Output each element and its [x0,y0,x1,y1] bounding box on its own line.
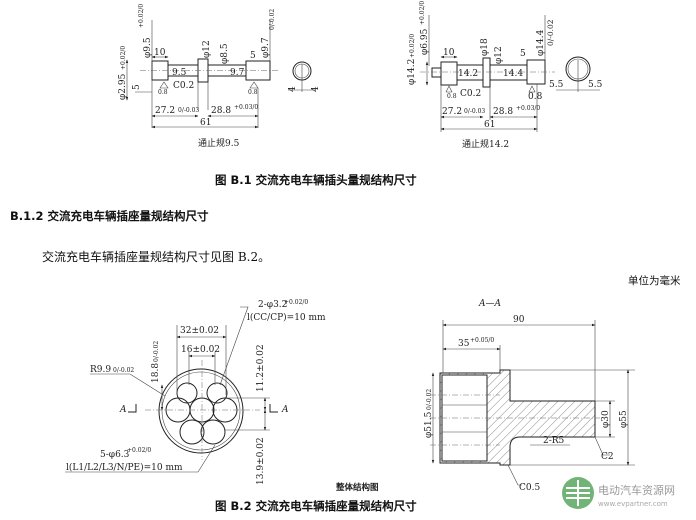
dim-holes-large: 5-φ6.3 [100,450,130,460]
dim-d30: φ30 [601,410,611,428]
dim-end4-left: 4 [288,86,298,92]
dim-len27-2-tol: 0/-0.03 [464,108,485,115]
section-mark-left: A [119,405,127,415]
dim-18-8-tol: 0/-0.02 [153,341,160,362]
figure-b2-caption: 图 B.2 交流充电车辆插座量规结构尺寸 [215,499,417,513]
dim-d-left-tol: +0.02/0 [120,46,127,70]
gauge-label-9-5: 通止规9.5 [198,137,240,149]
section-mark-right: A [281,405,289,415]
dim-d55: φ55 [619,410,629,428]
roughness-right: 0.8 [248,89,258,96]
dim-holes-small-tol: +0.02/0 [284,299,308,306]
roughness-left: 0.8 [158,89,168,96]
dim-len10: 10 [443,48,455,58]
dim-chamfer-c05: C0.5 [519,483,540,493]
dim-d-top: φ6.95 [420,28,430,55]
dim-len5-left: 5 [132,84,142,90]
dim-holes-small: 2-φ3.2 [258,300,287,310]
watermark-url: www.evpartner.com [598,500,668,508]
socket-gauge-section-view [430,320,635,486]
dim-d-top-tol: +0.02/0 [138,4,145,28]
dim-d51-5: φ51.5 [424,411,434,438]
dim-d-left-tol: +0.02/0 [409,34,416,58]
dim-end4-right: 4 [311,86,321,92]
dim-d-right-tol: 0/-0.02 [269,9,276,30]
dim-d-right: φ14.4 [536,29,546,56]
section-paragraph: 交流充电车辆插座量规结构尺寸见图 B.2。 [42,250,271,264]
dim-d-left: φ14.2 [407,59,417,85]
plug-gauge-9-5-dimensions: φ9.5 +0.02/0 φ2.95 +0.02/0 10 9.5 φ12 φ8… [118,4,321,149]
dim-len28-8-tol: +0.03/0 [234,104,258,111]
gauge-label-14-2: 通止规14.2 [462,138,509,150]
dim-len61: 61 [200,118,211,128]
dim-90: 90 [513,315,525,325]
dim-d-top: φ9.5 [143,37,153,58]
dim-holes-large-len: l(L1/L2/L3/N/PE)=10 mm [66,462,183,473]
dim-len10: 10 [154,48,166,58]
dim-len28-8: 28.8 [493,107,513,117]
dim-len27-2: 27.2 [442,107,462,117]
dim-phi12: φ12 [494,46,504,64]
roughness-right: 0.8 [528,92,543,102]
dim-len27-2-tol: 0/-0.03 [178,107,199,114]
dim-len27-2: 27.2 [155,106,175,116]
dim-phi18: φ18 [480,38,490,56]
dim-len61: 61 [484,120,495,130]
dim-13-9: 13.9±0.02 [256,437,266,485]
dim-chamfer: C0.2 [460,89,481,99]
roughness-left: 0.8 [447,93,457,100]
dim-len9-5: 9.5 [172,68,187,78]
dim-radius-tol: 0/-0.02 [113,367,134,374]
plug-gauge-9-5-drawing [125,20,316,129]
dim-35-tol: +0.05/0 [470,337,494,344]
dim-d-top-tol: +0.02/0 [419,1,426,25]
dim-32: 32±0.02 [180,326,219,336]
dim-d-right: φ9.7 [261,37,271,58]
dim-18-8: 18.8 [151,363,161,383]
dim-len5: 5 [250,51,256,61]
dim-len5: 5 [520,49,526,59]
overall-structure-label: 整体结构图 [336,482,379,493]
dim-d-right-tol: 0/-0.02 [546,19,555,46]
dim-len28-8-tol: +0.03/0 [516,105,540,112]
dim-chamfer-c2: C2 [601,452,614,462]
dim-len14-4: 14.4 [503,69,523,79]
dim-chamfer: C0.2 [173,81,194,91]
socket-gauge-front-view [65,306,278,473]
dim-end-right: 5.5 [588,80,603,90]
dim-len14-2: 14.2 [458,69,478,79]
dim-holes-large-tol: +0.02/0 [127,447,151,454]
dim-11-2: 11.2±0.02 [256,344,266,392]
figure-b1-caption: 图 B.1 交流充电车辆插头量规结构尺寸 [215,173,417,187]
unit-note: 单位为毫米 [628,275,681,287]
dim-fillet: 2-R5 [543,436,565,446]
dim-holes-small-len: l(CC/CP)=10 mm [247,312,326,323]
section-heading: B.1.2 交流充电车辆插座量规结构尺寸 [10,209,209,223]
dim-phi8-5: φ8.5 [220,43,230,64]
dim-16: 16±0.02 [181,345,220,355]
socket-gauge-section-dimensions: A—A 90 35 +0.05/0 φ51.5 0/-0.02 φ30 φ55 … [424,299,629,493]
dim-d-left: φ2.95 [118,73,128,100]
socket-gauge-front-dimensions: 2-φ3.2 +0.02/0 l(CC/CP)=10 mm 32±0.02 16… [66,299,326,485]
dim-len28-8: 28.8 [211,106,231,116]
watermark-name: 电动汽车资源网 [598,483,675,497]
dim-end-left: 5.5 [549,80,564,90]
dim-radius: R9.9 [90,365,111,375]
dim-35: 35 [458,339,470,349]
section-title: A—A [478,299,501,309]
plug-gauge-14-2-dimensions: φ6.95 +0.02/0 φ14.2 +0.02/0 10 14.2 φ18 … [407,1,603,150]
dim-phi12: φ12 [202,40,212,58]
plug-gauge-14-2-drawing [420,15,600,132]
dim-d51-5-tol: 0/-0.02 [426,389,433,410]
dim-len9-7: 9.7 [230,68,245,78]
watermark-logo: 电动汽车资源网 www.evpartner.com [562,477,675,509]
